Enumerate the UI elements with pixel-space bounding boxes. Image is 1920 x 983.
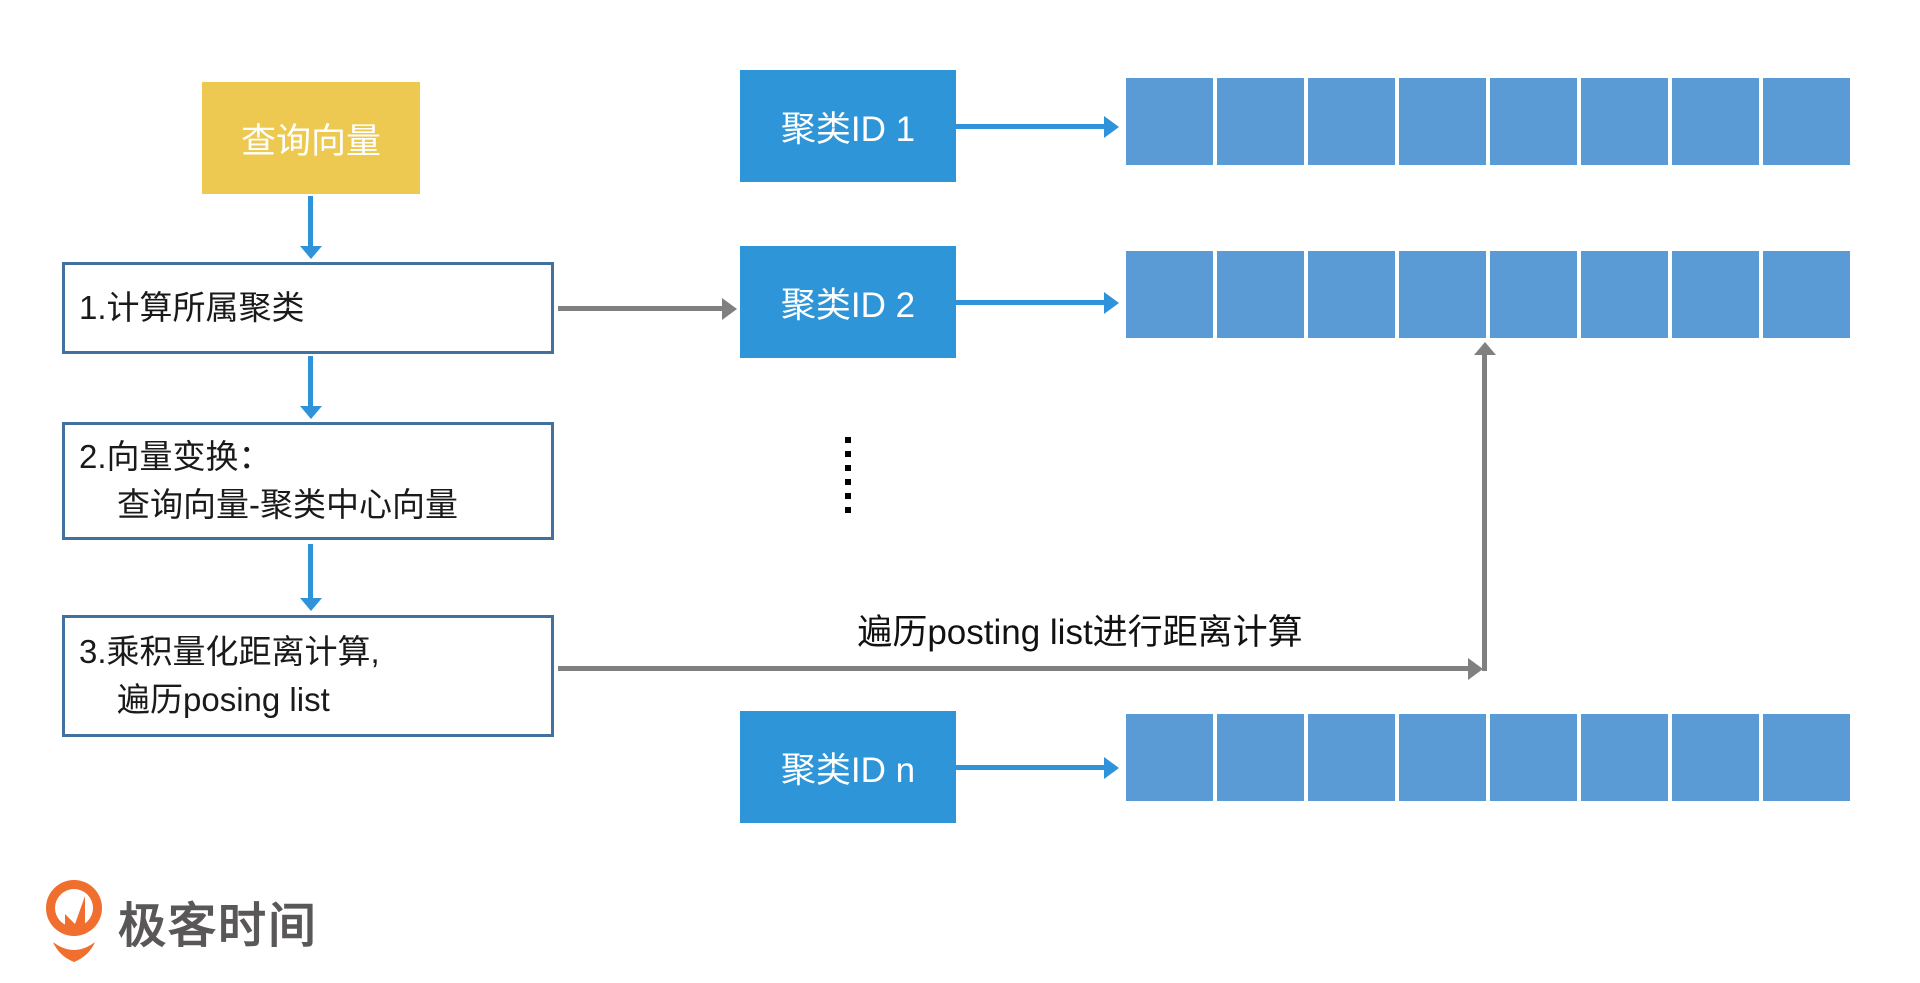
cluster-id-1-label: 聚类ID 1 (780, 109, 916, 149)
cell (1490, 78, 1577, 165)
query-vector-box: 查询向量 (202, 82, 420, 194)
geektime-logo: 极客时间 (44, 872, 318, 970)
cell (1217, 251, 1304, 338)
cell (1399, 714, 1486, 801)
step-box-2: 2.向量变换： 查询向量-聚类中心向量 (62, 422, 554, 540)
arrow-query-to-step1 (308, 196, 313, 246)
cluster-id-n-label: 聚类ID n (780, 750, 916, 790)
cell (1490, 714, 1577, 801)
step-box-3: 3.乘积量化距离计算, 遍历posing list (62, 615, 554, 737)
dot (845, 451, 851, 457)
cell (1763, 78, 1850, 165)
dot (845, 465, 851, 471)
arrow-step1-to-step2 (308, 356, 313, 406)
cluster-id-2-box: 聚类ID 2 (740, 246, 956, 358)
cell (1581, 714, 1668, 801)
step-1-text: 1.计算所属聚类 (79, 289, 305, 327)
dot (845, 479, 851, 485)
cell (1763, 714, 1850, 801)
cell (1126, 251, 1213, 338)
arrow-cluster1-to-list1 (956, 124, 1104, 129)
cluster-id-1-box: 聚类ID 1 (740, 70, 956, 182)
cluster-id-2-label: 聚类ID 2 (780, 285, 916, 325)
cell (1490, 251, 1577, 338)
cell (1126, 78, 1213, 165)
cell (1399, 251, 1486, 338)
geektime-logo-text: 极客时间 (118, 900, 319, 953)
cell (1308, 251, 1395, 338)
arrow-step3-horizontal (558, 666, 1468, 671)
posting-list-row-1 (1126, 78, 1850, 165)
dot (845, 437, 851, 443)
dot (845, 493, 851, 499)
cell (1217, 78, 1304, 165)
geektime-logo-icon (46, 880, 102, 962)
step-2-text-line2: 查询向量-聚类中心向量 (117, 486, 458, 523)
ellipsis-dots (845, 437, 851, 513)
dot (845, 507, 851, 513)
cell (1308, 78, 1395, 165)
cell (1672, 78, 1759, 165)
cell (1308, 714, 1395, 801)
cell (1672, 714, 1759, 801)
step-3-text-line1: 3.乘积量化距离计算, (79, 633, 380, 671)
cell (1126, 714, 1213, 801)
arrow-step1-to-cluster2 (558, 306, 722, 311)
cluster-id-n-box: 聚类ID n (740, 711, 956, 823)
cell (1581, 251, 1668, 338)
posting-list-row-2 (1126, 251, 1850, 338)
arrow-cluster2-to-list2 (956, 300, 1104, 305)
cell (1581, 78, 1668, 165)
step-box-1: 1.计算所属聚类 (62, 262, 554, 354)
step-3-text-line2: 遍历posing list (117, 681, 330, 718)
traverse-annotation: 遍历posting list进行距离计算 (857, 613, 1303, 652)
arrow-clustern-to-listn (956, 765, 1104, 770)
query-vector-label: 查询向量 (240, 121, 381, 161)
step-2-text-line1: 2.向量变换： (79, 438, 272, 476)
cell (1672, 251, 1759, 338)
arrow-up-to-list2 (1482, 355, 1487, 671)
cell (1399, 78, 1486, 165)
posting-list-row-n (1126, 714, 1850, 801)
cell (1763, 251, 1850, 338)
arrow-step2-to-step3 (308, 544, 313, 598)
cell (1217, 714, 1304, 801)
